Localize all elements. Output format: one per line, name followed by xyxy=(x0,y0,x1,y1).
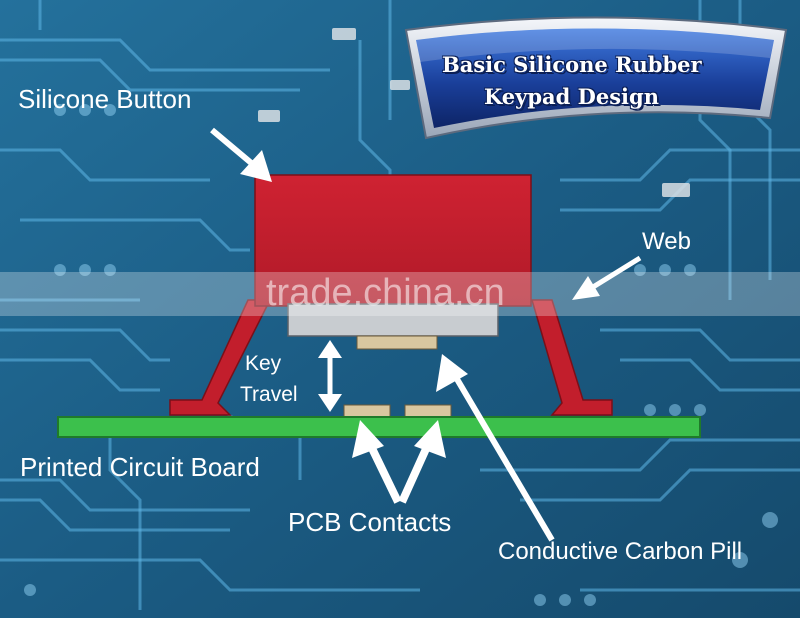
carbon-pill-arrow-head xyxy=(436,354,468,392)
contacts-arrow-left-head xyxy=(352,420,384,458)
silicone-button-body xyxy=(254,174,532,307)
silicone-web xyxy=(169,299,613,416)
conductive-carbon-pill xyxy=(356,335,438,350)
title-banner xyxy=(404,16,788,140)
watermark-text: trade.china.cn xyxy=(266,272,505,314)
contacts-arrow-right-head xyxy=(414,420,446,458)
label-conductive-carbon-pill: Conductive Carbon Pill xyxy=(498,538,743,565)
key-travel-arrow-bottom xyxy=(318,394,342,412)
label-pcb-contacts: PCB Contacts xyxy=(288,507,452,537)
label-web: Web xyxy=(642,228,691,255)
banner-title-line1: Basic Silicone Rubber xyxy=(442,52,702,77)
button-arrow-head xyxy=(240,150,272,182)
pcb-contact-right xyxy=(404,404,452,418)
background-pads xyxy=(24,104,778,606)
label-silicone-button: Silicone Button xyxy=(18,84,192,114)
web-arrow-head xyxy=(572,276,600,300)
annotation-arrows xyxy=(210,127,642,542)
left-web-leg xyxy=(169,299,272,416)
label-key: Key xyxy=(245,352,282,375)
watermark-band xyxy=(0,272,800,316)
pcb-contact-left xyxy=(343,404,391,418)
carbon-pill-arrow xyxy=(451,372,555,542)
label-travel: Travel xyxy=(240,383,298,406)
banner-title-line2: Keypad Design xyxy=(484,84,659,109)
key-travel-arrow-top xyxy=(318,340,342,358)
label-printed-circuit-board: Printed Circuit Board xyxy=(20,452,260,482)
contacts-arrow-left xyxy=(364,438,402,504)
contacts-arrow-right xyxy=(398,438,434,504)
printed-circuit-board xyxy=(57,416,701,438)
right-web-leg xyxy=(531,299,613,416)
